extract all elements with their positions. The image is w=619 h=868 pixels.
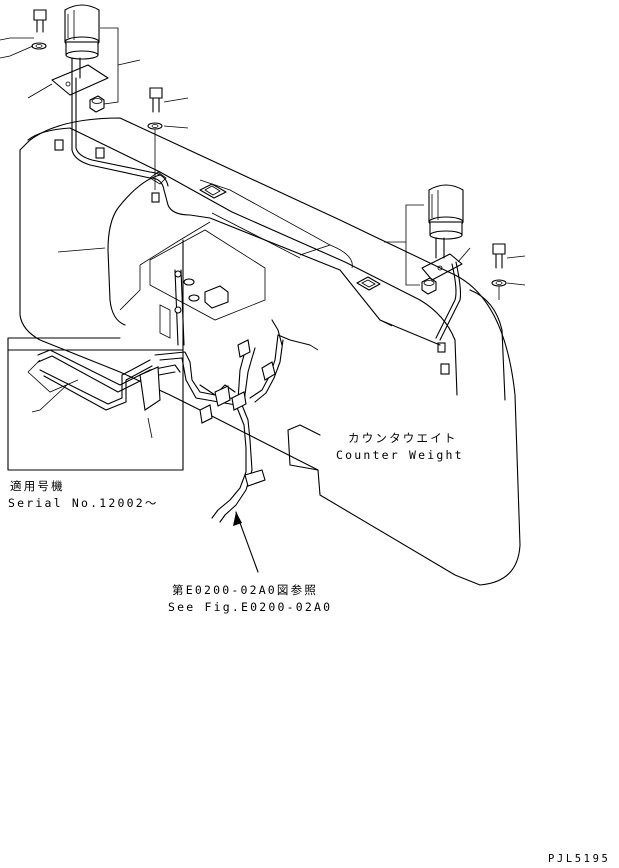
serial-jp-label: 適用号機 <box>10 479 65 493</box>
counterweight-jp-label: カウンタウエイト <box>348 431 458 445</box>
right-leaders <box>384 204 526 286</box>
right-bolt <box>491 243 507 300</box>
middle-bolt <box>147 87 189 190</box>
relay-block <box>149 229 266 346</box>
left-wire-harness <box>71 77 441 346</box>
left-bolt <box>31 9 47 50</box>
counterweight-body <box>19 117 521 586</box>
reference-jp-label: 第E0200-02A0図参照 <box>172 583 318 597</box>
drawing-code: PJL5195 <box>548 853 610 865</box>
inset-detail-box <box>7 221 211 471</box>
cable-clips <box>54 139 450 375</box>
reference-arrow <box>233 511 259 573</box>
inset-harness <box>27 349 181 439</box>
left-beacon-lamp <box>51 4 109 113</box>
misc-leaders <box>57 247 106 253</box>
counterweight-en-label: Counter Weight <box>336 448 464 462</box>
right-beacon-lamp <box>421 184 464 341</box>
main-harness <box>154 319 319 523</box>
serial-en-label: Serial No.12002～ <box>8 496 159 510</box>
left-leaders <box>0 27 141 105</box>
mounting-holes <box>199 183 381 291</box>
reference-en-label: See Fig.E0200-02A0 <box>168 600 332 614</box>
